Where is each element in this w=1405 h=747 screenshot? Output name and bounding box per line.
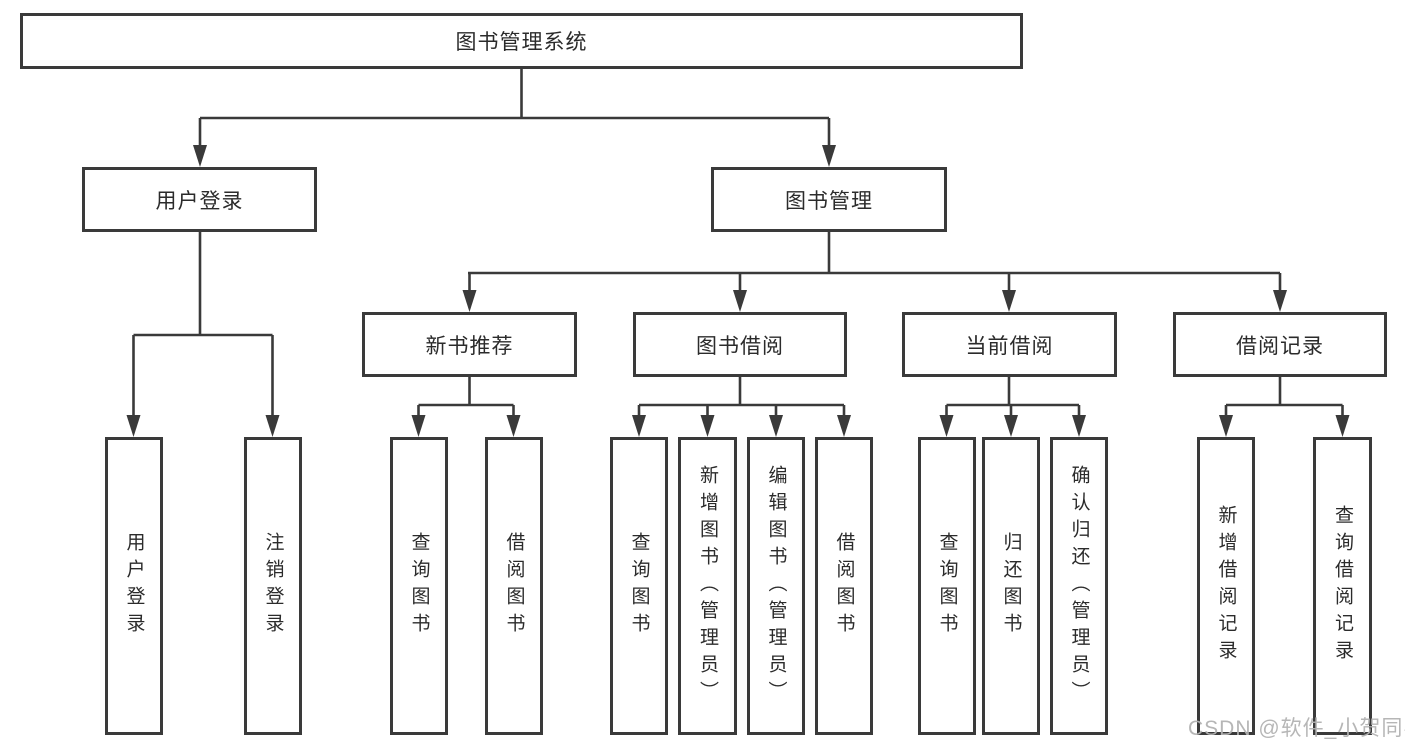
leaf-return-books: 归还图书 [982, 437, 1040, 735]
node-label: 当前借阅 [965, 334, 1054, 358]
node-label: 查询图书 [628, 532, 650, 640]
leaf-query-borrow-record: 查询借阅记录 [1313, 437, 1372, 735]
leaf-borrow-books-recommend: 借阅图书 [485, 437, 543, 735]
node-user-login-module: 用户登录 [82, 167, 317, 232]
node-label: 查询图书 [936, 532, 958, 640]
node-label: 新书推荐 [425, 334, 514, 358]
node-borrow-records: 借阅记录 [1173, 312, 1387, 377]
node-current-borrow: 当前借阅 [902, 312, 1117, 377]
leaf-query-books-borrow: 查询图书 [610, 437, 668, 735]
node-label: 图书管理 [785, 189, 873, 213]
node-label: 借阅图书 [503, 532, 525, 640]
node-label: 借阅图书 [833, 532, 855, 640]
leaf-logout: 注销登录 [244, 437, 302, 735]
node-book-management-module: 图书管理 [711, 167, 947, 232]
node-label: 图书借阅 [696, 334, 784, 358]
leaf-add-borrow-record: 新增借阅记录 [1197, 437, 1255, 735]
leaf-borrow-books: 借阅图书 [815, 437, 873, 735]
node-label: 用户登录 [155, 189, 244, 213]
node-label: 新增图书（管理员） [697, 464, 718, 708]
leaf-query-books-recommend: 查询图书 [390, 437, 448, 735]
leaf-add-book-admin: 新增图书（管理员） [678, 437, 737, 735]
node-label: 编辑图书（管理员） [765, 464, 787, 708]
csdn-watermark: CSDN @软件_小贺同学 [1188, 717, 1405, 740]
node-new-book-recommend: 新书推荐 [362, 312, 577, 377]
node-label: 图书管理系统 [455, 31, 588, 54]
leaf-query-books-current: 查询图书 [918, 437, 976, 735]
node-label: 新增借阅记录 [1215, 505, 1237, 667]
node-system-root: 图书管理系统 [20, 13, 1023, 69]
leaf-confirm-return-admin: 确认归还（管理员） [1050, 437, 1108, 735]
node-label: 查询借阅记录 [1332, 505, 1353, 667]
node-label: 查询图书 [408, 532, 430, 640]
node-label: 确认归还（管理员） [1068, 464, 1090, 708]
node-label: 借阅记录 [1236, 334, 1324, 358]
leaf-edit-book-admin: 编辑图书（管理员） [747, 437, 805, 735]
node-label: 用户登录 [123, 532, 145, 640]
node-book-borrow: 图书借阅 [633, 312, 847, 377]
node-label: 归还图书 [1000, 532, 1022, 640]
leaf-user-login: 用户登录 [105, 437, 163, 735]
node-label: 注销登录 [262, 532, 284, 640]
